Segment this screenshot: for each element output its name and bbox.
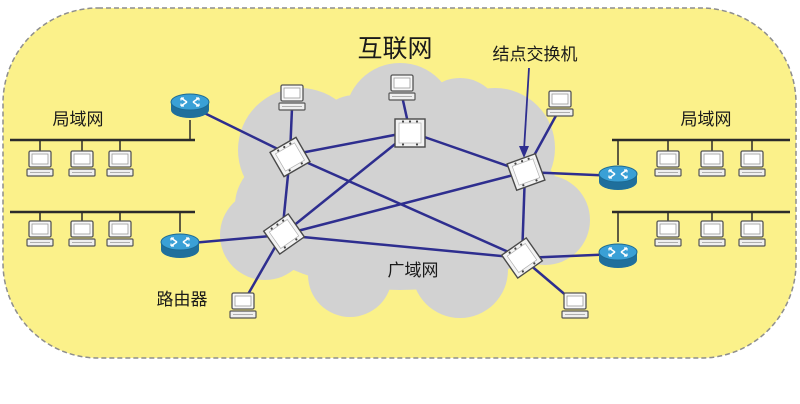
computer-icon [738, 150, 766, 177]
computer-icon [278, 84, 306, 111]
computer-icon [698, 150, 726, 177]
computer-icon [229, 292, 257, 319]
router-icon [598, 243, 638, 269]
router-icon [170, 93, 210, 119]
computer-icon [68, 220, 96, 247]
computer-icon [26, 220, 54, 247]
node-switch-pointer [519, 67, 530, 158]
computer-icon [698, 220, 726, 247]
computer-icon [738, 220, 766, 247]
wan-label: 广域网 [388, 261, 439, 281]
computer-icon [546, 90, 574, 117]
lan-left-label: 局域网 [53, 110, 104, 130]
router-label: 路由器 [157, 290, 208, 310]
computer-icon [561, 292, 589, 319]
router-icon [160, 233, 200, 259]
node-switch-icon [394, 118, 426, 148]
node-switch-label: 结点交换机 [493, 45, 578, 65]
computer-icon [106, 220, 134, 247]
computer-icon [654, 220, 682, 247]
internet-label: 互联网 [357, 34, 432, 63]
computer-icon [26, 150, 54, 177]
router-icon [598, 165, 638, 191]
lan-right-label: 局域网 [681, 110, 732, 130]
computer-icon [654, 150, 682, 177]
computer-icon [388, 74, 416, 101]
computer-icon [68, 150, 96, 177]
computer-icon [106, 150, 134, 177]
